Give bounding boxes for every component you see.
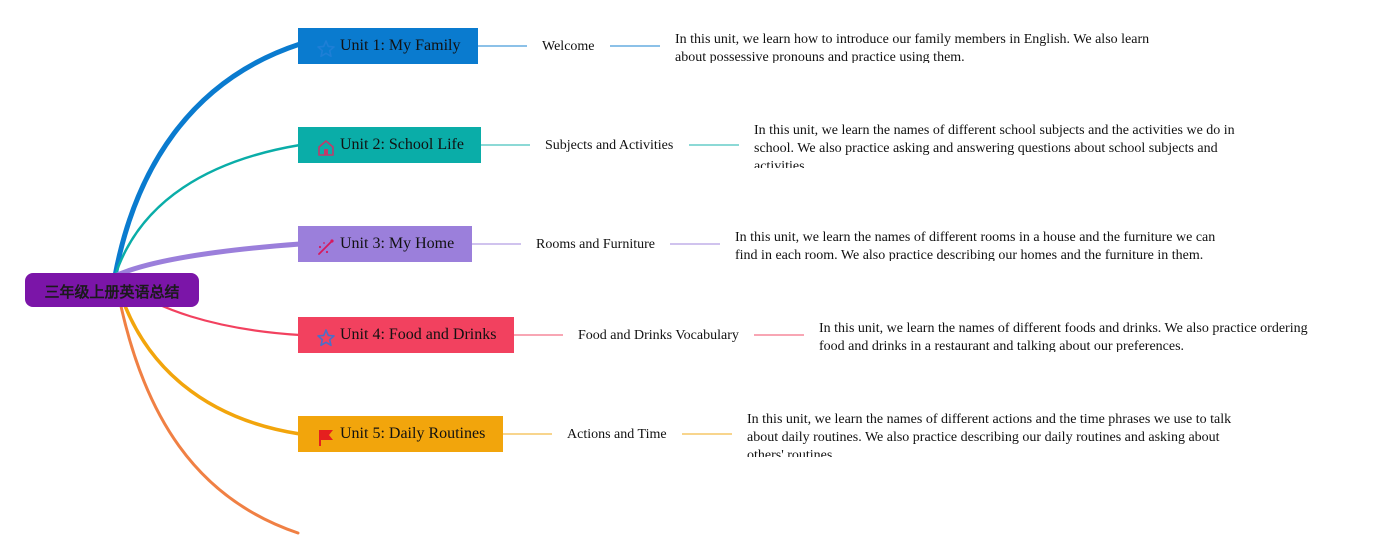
branch-connector-6 <box>113 274 300 535</box>
unit-2-topic[interactable]: Subjects and Activities <box>545 138 674 153</box>
root-topic[interactable]: 三年级上册英语总结 <box>25 273 199 307</box>
unit-5-node[interactable]: Unit 5: Daily Routines <box>298 416 503 452</box>
unit-1-node[interactable]: Unit 1: My Family <box>298 28 478 64</box>
unit-5-label: Unit 5: Daily Routines <box>340 425 486 442</box>
branch-connector-3 <box>112 241 303 279</box>
star-icon <box>316 328 336 348</box>
unit-3-node[interactable]: Unit 3: My Home <box>298 226 472 262</box>
unit-1-label: Unit 1: My Family <box>340 37 461 54</box>
unit-5-topic[interactable]: Actions and Time <box>567 427 667 442</box>
unit-4-topic[interactable]: Food and Drinks Vocabulary <box>578 328 739 343</box>
unit-5-description[interactable]: In this unit, we learn the names of diff… <box>747 412 1232 457</box>
star-icon <box>316 39 336 59</box>
unit-1-topic[interactable]: Welcome <box>542 39 595 54</box>
unit-3-topic[interactable]: Rooms and Furniture <box>536 237 655 252</box>
unit-3-description[interactable]: In this unit, we learn the names of diff… <box>735 230 1216 261</box>
unit-4-node[interactable]: Unit 4: Food and Drinks <box>298 317 514 353</box>
flag-icon <box>316 427 336 447</box>
unit-4-label: Unit 4: Food and Drinks <box>340 326 497 343</box>
unit-2-label: Unit 2: School Life <box>340 136 464 153</box>
magic-wand-icon <box>316 237 336 257</box>
house-icon <box>316 138 336 158</box>
branch-connector-2 <box>113 143 302 278</box>
branch-connector-1 <box>112 41 303 279</box>
branch-connector-5 <box>113 274 302 436</box>
unit-2-description[interactable]: In this unit, we learn the names of diff… <box>754 123 1235 168</box>
unit-2-node[interactable]: Unit 2: School Life <box>298 127 481 163</box>
unit-3-label: Unit 3: My Home <box>340 235 455 252</box>
unit-1-description[interactable]: In this unit, we learn how to introduce … <box>675 32 1150 63</box>
unit-4-description[interactable]: In this unit, we learn the names of diff… <box>819 321 1308 352</box>
